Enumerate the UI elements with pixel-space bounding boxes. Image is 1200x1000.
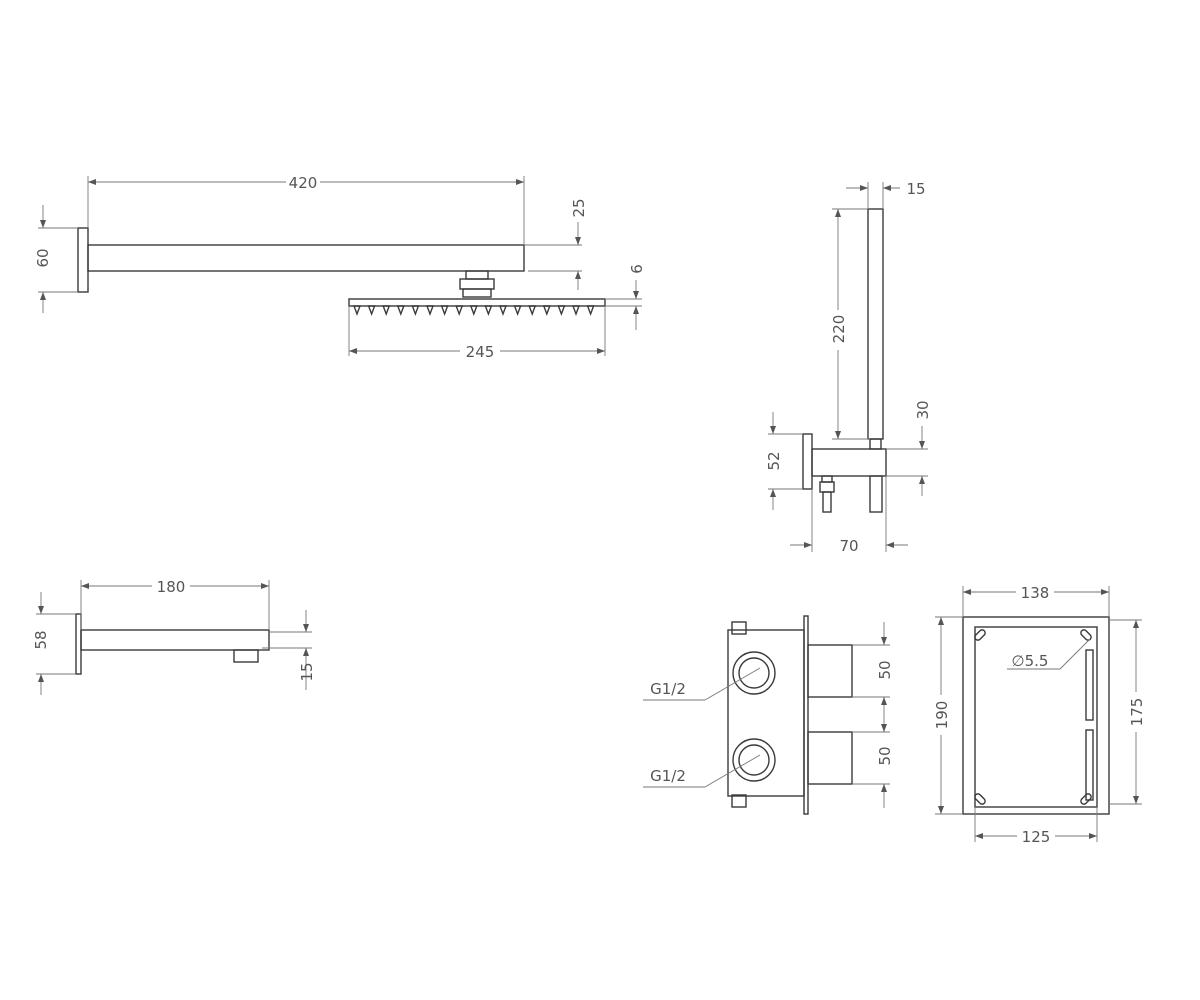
box-view: ∅5.5 138 190 175 125	[933, 584, 1146, 846]
valve-view: G1/2 G1/2 50 50	[643, 615, 894, 815]
nozzle-row	[352, 305, 595, 316]
spout-wall-plate	[75, 613, 82, 675]
inlet-top-outer	[732, 651, 776, 695]
nozzle	[484, 305, 493, 316]
hand-shower-collar	[869, 438, 882, 450]
nozzle	[586, 305, 595, 316]
mounting-slot-tr	[1080, 629, 1092, 641]
hose-nut-top	[821, 475, 833, 483]
nozzle	[498, 305, 508, 316]
dim-head-thickness: 6	[628, 264, 646, 274]
nozzle	[367, 305, 376, 316]
spout-body	[80, 629, 270, 651]
hand-shower-view: 15 220 30 52 70	[765, 180, 932, 555]
valve-body	[727, 629, 805, 797]
nozzle	[396, 305, 405, 316]
holder-wall-plate	[802, 433, 813, 490]
thread-label-top: G1/2	[650, 680, 686, 698]
dim-holder-depth: 70	[839, 537, 858, 555]
arm-wall-plate	[77, 227, 89, 293]
arm-connector-top	[465, 270, 489, 280]
valve-lug-top	[731, 621, 747, 635]
nozzle	[440, 305, 449, 316]
dim-box-width: 138	[1021, 584, 1050, 602]
dim-arm-length: 420	[289, 174, 318, 192]
dim-outlet-height: 30	[914, 400, 932, 419]
dim-valve-spacing-top: 50	[876, 660, 894, 679]
dim-box-inner-height: 175	[1128, 698, 1146, 727]
thread-label-bottom: G1/2	[650, 767, 686, 785]
dim-spout-length: 180	[157, 578, 186, 596]
dim-box-height: 190	[933, 701, 951, 730]
nozzle	[455, 305, 464, 316]
valve-cartridge-bottom	[807, 731, 853, 785]
dim-arm-height: 25	[570, 198, 588, 217]
nozzle	[571, 305, 581, 316]
dim-holder-plate: 52	[765, 451, 783, 470]
holder-body	[811, 448, 887, 477]
nozzle	[469, 305, 478, 316]
arm-body	[87, 244, 525, 272]
shower-head-plate	[348, 298, 606, 307]
mounting-slot-br	[1080, 793, 1092, 805]
holder-outlet	[869, 475, 883, 513]
nozzle	[382, 305, 391, 316]
hose-stub	[822, 491, 832, 513]
nozzle	[513, 305, 522, 316]
valve-cartridge-top	[807, 644, 853, 698]
box-rail-top	[1085, 649, 1094, 721]
inlet-bottom-outer	[732, 738, 776, 782]
mounting-slot-tl	[974, 629, 986, 641]
valve-lug-bottom	[731, 794, 747, 808]
dim-spout-outlet: 15	[298, 662, 316, 681]
box-rail-bottom	[1085, 729, 1094, 801]
spout-aerator	[233, 649, 259, 663]
dim-valve-spacing-bottom: 50	[876, 746, 894, 765]
spout-view: 180 58 15	[32, 578, 316, 695]
inlet-bottom-inner	[738, 744, 770, 776]
inlet-top-inner	[738, 657, 770, 689]
nozzle	[352, 305, 362, 316]
dim-box-inner-width: 125	[1022, 828, 1051, 846]
mounting-slot-bl	[974, 793, 986, 805]
dim-spout-plate: 58	[32, 630, 50, 649]
dim-head-width: 245	[466, 343, 495, 361]
hose-nut	[819, 481, 835, 493]
box-outer	[962, 616, 1110, 815]
valve-faceplate	[803, 615, 809, 815]
nozzle	[542, 305, 551, 316]
nozzle	[425, 305, 435, 316]
arm-connector-mid	[459, 278, 495, 290]
nozzle	[411, 305, 420, 316]
dim-wall-plate: 60	[34, 248, 52, 267]
hand-shower-handle	[867, 208, 884, 440]
nozzle	[528, 305, 537, 316]
shower-arm-view: 420 60 25 6 245	[34, 174, 646, 361]
nozzle	[557, 305, 566, 316]
dim-handle-width: 15	[906, 180, 925, 198]
arm-connector-bottom	[462, 288, 492, 298]
dim-hole-label: ∅5.5	[1012, 652, 1049, 670]
dim-handle-length: 220	[830, 315, 848, 344]
box-inner	[974, 626, 1098, 808]
